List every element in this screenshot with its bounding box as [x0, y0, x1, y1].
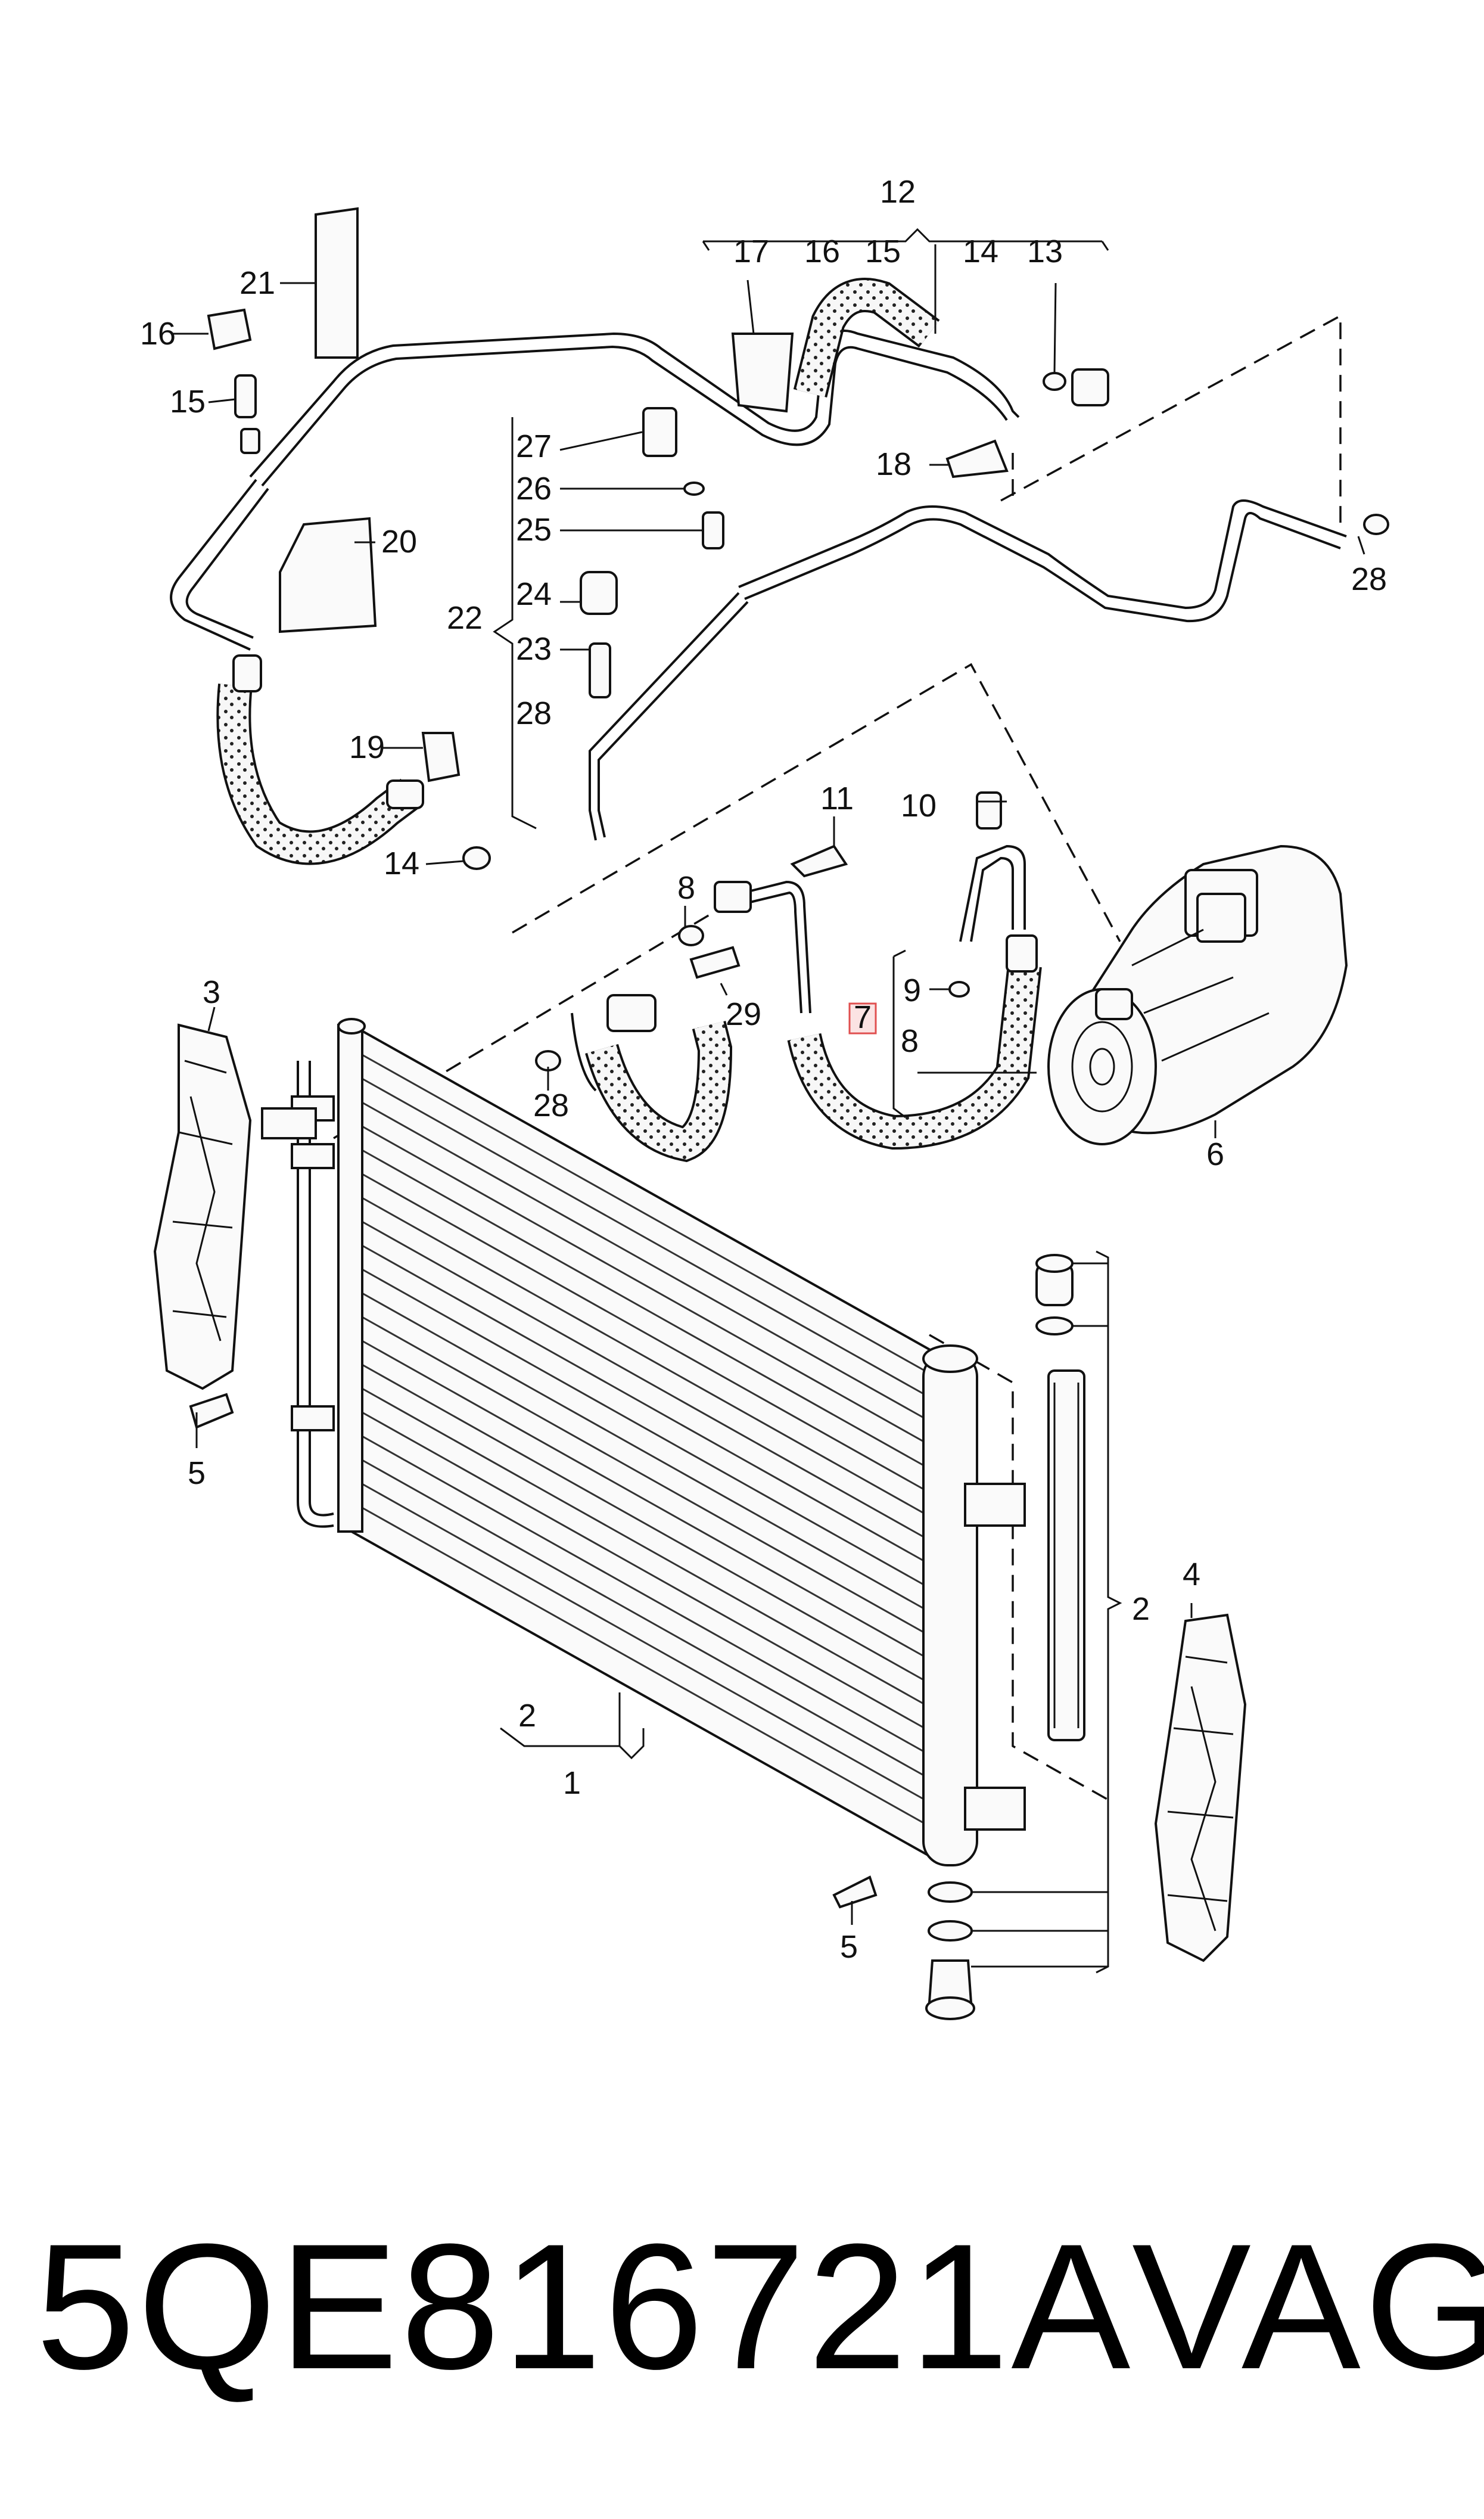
leader-lines — [173, 228, 1365, 1974]
callout-2: 2 — [1132, 1591, 1150, 1627]
part-number: 5QE816721A — [36, 2206, 1133, 2406]
callout-7: 7 — [854, 999, 872, 1035]
callout-17: 17 — [733, 234, 769, 269]
callout-21: 21 — [239, 265, 275, 301]
highlight-box-7 — [848, 1002, 877, 1035]
dashed-outline-upper — [1000, 314, 1342, 524]
ac-line-upper — [170, 330, 1020, 651]
callout-5: 5 — [188, 1455, 206, 1491]
callout-13: 13 — [1027, 234, 1063, 269]
callout-18: 18 — [876, 446, 911, 482]
ac-line-pressure — [589, 499, 1347, 841]
ac-hose-segment-top — [793, 278, 940, 398]
ac-hose-segment-left — [216, 654, 424, 865]
callout-5: 5 — [840, 1929, 858, 1965]
callout-2: 2 — [518, 1698, 536, 1734]
callout-29: 29 — [726, 996, 761, 1032]
callout-23: 23 — [516, 631, 552, 667]
callout-14: 14 — [963, 234, 998, 269]
callout-9: 9 — [903, 973, 921, 1008]
callout-6: 6 — [1206, 1136, 1224, 1172]
ac-condenser — [291, 1018, 1026, 1866]
ac-hose-29 — [571, 994, 733, 1163]
callout-16: 16 — [140, 316, 176, 352]
callout-19: 19 — [349, 729, 385, 765]
bracket-4 — [1154, 1613, 1247, 1962]
callout-8: 8 — [677, 870, 695, 906]
callout-11: 11 — [820, 781, 854, 816]
callout-15: 15 — [865, 234, 901, 269]
callout-27: 27 — [516, 428, 552, 464]
callout-20: 20 — [381, 524, 417, 560]
callout-1: 1 — [563, 1765, 581, 1801]
callout-4: 4 — [1183, 1557, 1200, 1592]
callout-12: 12 — [880, 174, 916, 210]
callout-3: 3 — [203, 974, 220, 1010]
ac-compressor — [1047, 844, 1348, 1145]
callout-10: 10 — [901, 788, 937, 824]
callout-15: 15 — [170, 384, 206, 420]
callout-28: 28 — [1351, 561, 1387, 597]
callout-16: 16 — [804, 234, 840, 269]
callout-labels: 12 17 16 15 14 13 21 16 15 27 18 26 25 2… — [140, 174, 1387, 1965]
callout-8: 8 — [901, 1023, 919, 1059]
callout-26: 26 — [516, 471, 552, 507]
callout-22: 22 — [447, 600, 483, 636]
small-parts — [189, 207, 1389, 1909]
ac-hose-7 — [714, 844, 1042, 1150]
receiver-drier — [925, 1254, 1085, 2020]
callout-14: 14 — [384, 846, 419, 881]
callout-24: 24 — [516, 576, 552, 612]
bracket-3 — [153, 1023, 317, 1390]
callout-28: 28 — [516, 695, 552, 731]
brand-name: VAG — [1132, 2206, 1484, 2406]
callout-28: 28 — [533, 1088, 569, 1123]
callout-25: 25 — [516, 512, 552, 548]
dashed-outline-receiver — [929, 1334, 1109, 1801]
